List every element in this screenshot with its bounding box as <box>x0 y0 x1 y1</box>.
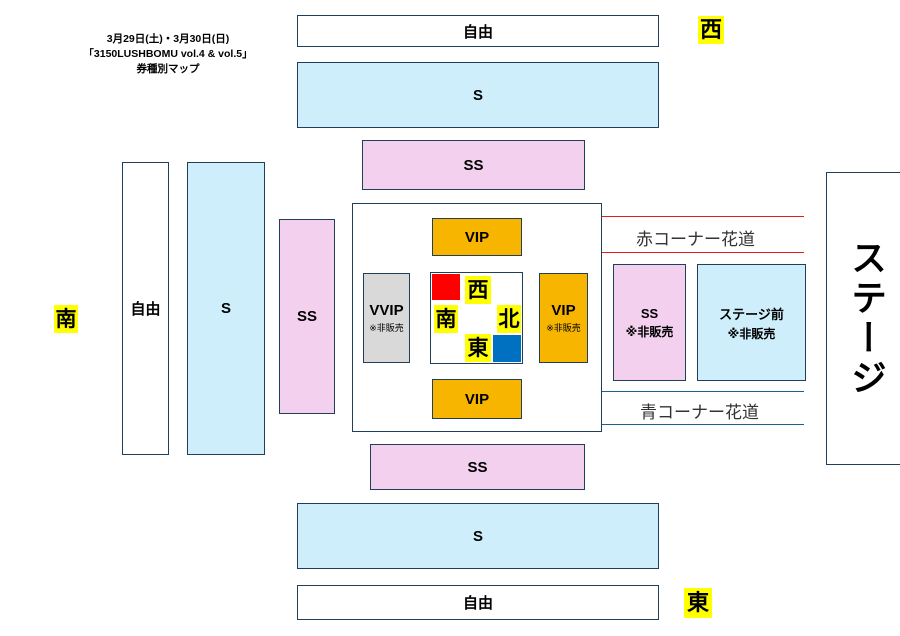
direction-south-label: 南 <box>54 305 78 333</box>
stage-front-note: ※非販売 <box>727 326 776 341</box>
title-dates: 3月29日(土)・3月30日(日) <box>106 33 230 45</box>
title-event: 「3150LUSHBOMU vol.4 & vol.5」 <box>83 48 253 60</box>
blue-hanamichi-line-bottom <box>602 424 804 425</box>
stage: ステージ <box>826 172 900 465</box>
section-ss-top: SS <box>362 140 585 190</box>
vip-right-note: ※非販売 <box>546 323 581 333</box>
section-stage-front: ステージ前 ※非販売 <box>697 264 806 381</box>
section-ss-bottom: SS <box>370 444 585 490</box>
ring-direction-west: 西 <box>465 276 491 304</box>
section-vip-bottom: VIP <box>432 379 522 419</box>
section-s-left: S <box>187 162 265 455</box>
red-corner <box>432 274 460 300</box>
blue-corner <box>493 335 521 362</box>
stage-label: ステージ <box>846 238 887 399</box>
ring-direction-north: 北 <box>497 305 521 333</box>
title-subtitle: 券種別マップ <box>136 63 200 75</box>
vvip-note: ※非販売 <box>369 323 404 333</box>
vvip-label: VVIP <box>369 302 404 319</box>
section-ss-right: SS ※非販売 <box>613 264 686 381</box>
section-free-top: 自由 <box>297 15 659 47</box>
ss-right-note: ※非販売 <box>625 324 674 339</box>
blue-hanamichi-label: 青コーナー花道 <box>640 403 759 422</box>
red-hanamichi-line-top <box>602 216 804 217</box>
direction-west-label: 西 <box>698 16 724 44</box>
red-hanamichi-label: 赤コーナー花道 <box>636 230 755 249</box>
map-title: 3月29日(土)・3月30日(日) 「3150LUSHBOMU vol.4 & … <box>58 32 278 77</box>
blue-hanamichi-line-top <box>602 391 804 392</box>
section-vip-right: VIP ※非販売 <box>539 273 588 363</box>
direction-east-label: 東 <box>684 588 712 618</box>
section-s-top: S <box>297 62 659 128</box>
section-free-bottom: 自由 <box>297 585 659 620</box>
section-free-left: 自由 <box>122 162 169 455</box>
ss-right-label: SS <box>640 305 659 321</box>
vip-right-label: VIP <box>551 302 576 319</box>
section-ss-left: SS <box>279 219 335 414</box>
section-vip-top: VIP <box>432 218 522 256</box>
red-hanamichi-line-bottom <box>602 252 804 253</box>
ring-direction-east: 東 <box>465 334 491 362</box>
section-s-bottom: S <box>297 503 659 569</box>
stage-front-label: ステージ前 <box>719 306 784 322</box>
ring-direction-south: 南 <box>434 305 458 333</box>
section-vvip: VVIP ※非販売 <box>363 273 410 363</box>
